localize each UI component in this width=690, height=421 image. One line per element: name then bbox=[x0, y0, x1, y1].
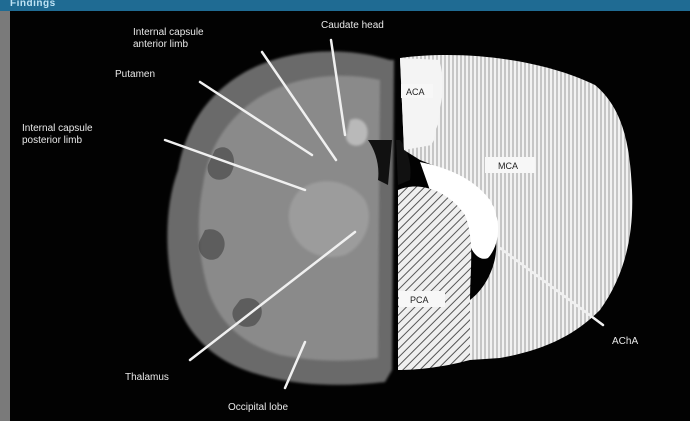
label-internal-capsule-anterior-2: anterior limb bbox=[133, 39, 188, 50]
label-thalamus: Thalamus bbox=[125, 372, 169, 383]
aca-label: ACA bbox=[406, 87, 425, 97]
label-internal-capsule-anterior-1: Internal capsule bbox=[133, 27, 204, 38]
label-internal-capsule-posterior-2: posterior limb bbox=[22, 135, 82, 146]
label-caudate-head: Caudate head bbox=[321, 20, 384, 31]
vascular-territories bbox=[398, 55, 632, 370]
left-hemisphere-mri bbox=[167, 51, 394, 385]
pca-territory bbox=[398, 186, 471, 370]
label-acha: AChA bbox=[612, 336, 638, 347]
label-internal-capsule-posterior-1: Internal capsule bbox=[22, 123, 93, 134]
pca-label: PCA bbox=[410, 295, 429, 305]
mca-label: MCA bbox=[498, 161, 518, 171]
label-putamen: Putamen bbox=[115, 69, 155, 80]
label-occipital-lobe: Occipital lobe bbox=[228, 402, 288, 413]
